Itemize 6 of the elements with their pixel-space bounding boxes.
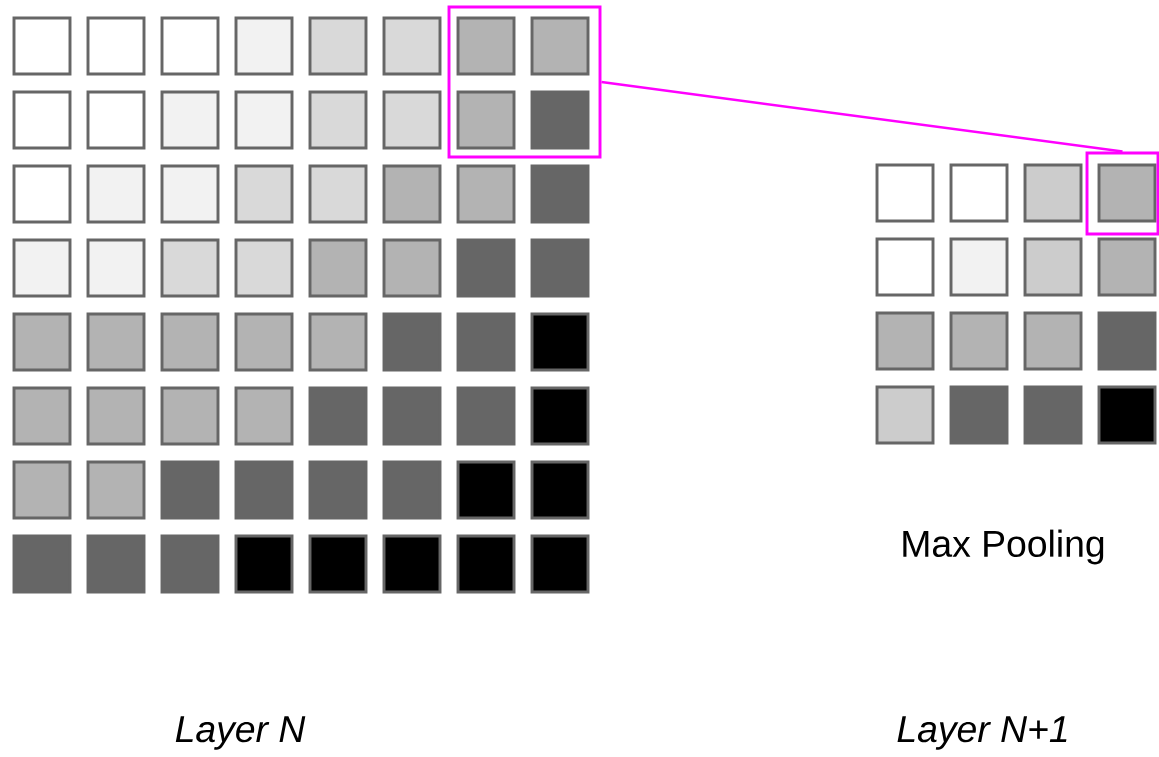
highlight-box [447,5,602,159]
highlight-box [1085,151,1159,236]
layer-label: Layer N [175,716,306,750]
layer-label: Layer N+1 [897,716,1067,750]
operation-label: Max Pooling [903,529,1104,565]
connector-line [601,80,1123,153]
